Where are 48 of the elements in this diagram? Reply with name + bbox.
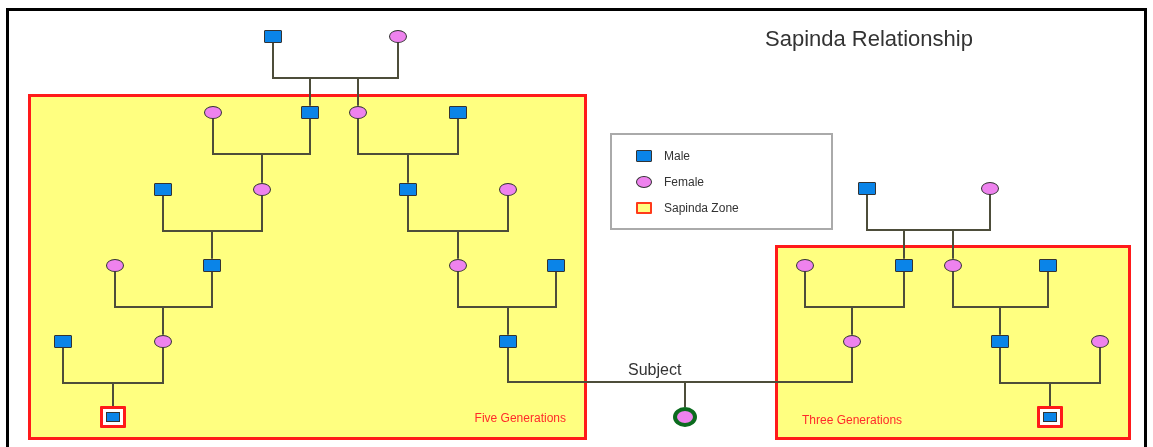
female-symbol	[449, 258, 467, 272]
female-symbol	[154, 334, 172, 348]
male-symbol	[858, 181, 876, 195]
male-symbol	[449, 105, 467, 119]
male-symbol	[203, 258, 221, 272]
diagram-title: Sapinda Relationship	[765, 26, 973, 52]
highlighted-male-symbol	[100, 406, 126, 428]
male-symbol	[991, 334, 1009, 348]
male-symbol	[264, 29, 282, 43]
male-symbol	[154, 182, 172, 196]
legend-text: Male	[664, 149, 690, 163]
family-line	[261, 117, 311, 184]
male-symbol	[301, 105, 319, 119]
legend-text: Sapinda Zone	[664, 201, 739, 215]
male-symbol	[895, 258, 913, 272]
subject-label: Subject	[628, 361, 682, 379]
male-symbol	[54, 334, 72, 348]
zone-area	[775, 245, 1131, 440]
zone-area	[28, 94, 587, 440]
family-line	[162, 270, 213, 336]
family-line	[211, 194, 263, 260]
female-symbol	[981, 181, 999, 195]
female-symbol	[1091, 334, 1109, 348]
female-symbol	[204, 105, 222, 119]
female-symbol	[796, 258, 814, 272]
highlighted-male-symbol	[1037, 406, 1063, 428]
male-symbol	[547, 258, 565, 272]
subject-symbol	[673, 407, 697, 427]
family-line	[999, 270, 1049, 336]
male-symbol	[1039, 258, 1057, 272]
female-symbol	[349, 105, 367, 119]
family-line	[851, 270, 905, 336]
family-line	[507, 270, 557, 336]
family-line	[112, 346, 164, 407]
female-symbol	[843, 334, 861, 348]
zone-label: Three Generations	[802, 413, 903, 427]
family-line	[1049, 346, 1101, 407]
family-line	[407, 117, 459, 184]
female-symbol	[944, 258, 962, 272]
female-symbol	[389, 29, 407, 43]
male-symbol	[399, 182, 417, 196]
female-symbol	[499, 182, 517, 196]
male-symbol	[499, 334, 517, 348]
legend-text: Female	[664, 175, 704, 189]
zone-label: Five Generations	[474, 411, 566, 425]
female-symbol	[106, 258, 124, 272]
female-symbol	[253, 182, 271, 196]
family-line	[457, 194, 509, 260]
